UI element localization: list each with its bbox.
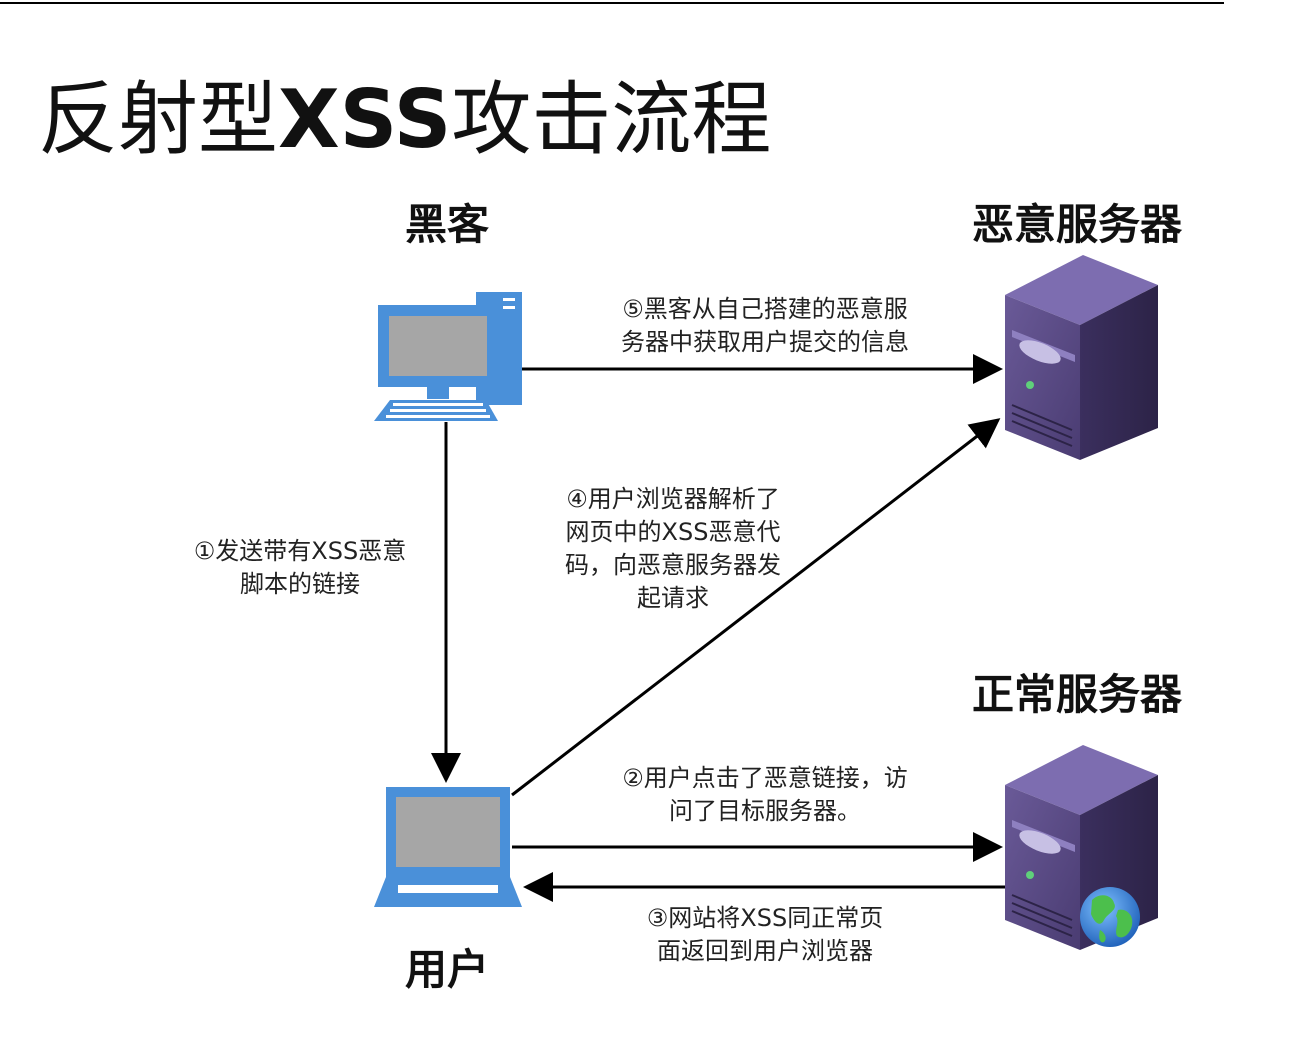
step-1-line-1: ①发送带有XSS恶意: [193, 537, 407, 565]
title-part-2: XSS: [278, 73, 452, 166]
step-5-line-1: ⑤黑客从自己搭建的恶意服: [622, 295, 908, 323]
step-4-line-2: 网页中的XSS恶意代: [565, 518, 781, 546]
step-1-line-2: 脚本的链接: [240, 570, 360, 598]
laptop-icon: [374, 787, 522, 907]
server-tower-with-globe-icon: [1005, 745, 1158, 950]
step-4-line-1: ④用户浏览器解析了: [566, 485, 780, 513]
step-3-line-1: ③网站将XSS同正常页: [646, 904, 884, 932]
desktop-computer-icon: [374, 292, 522, 421]
step-2-text: ②用户点击了恶意链接，访 问了目标服务器。: [600, 762, 930, 828]
step-4-line-3: 码，向恶意服务器发: [565, 551, 781, 579]
server-tower-icon: [1005, 255, 1158, 460]
page-title: 反射型XSS攻击流程: [38, 70, 771, 170]
step-2-line-2: 问了目标服务器。: [669, 797, 861, 825]
step-4-line-4: 起请求: [637, 584, 709, 612]
step-3-text: ③网站将XSS同正常页 面返回到用户浏览器: [625, 902, 905, 968]
title-part-3: 攻击流程: [451, 73, 772, 166]
step-4-text: ④用户浏览器解析了 网页中的XSS恶意代 码，向恶意服务器发 起请求: [548, 483, 798, 615]
label-normal-server: 正常服务器: [972, 670, 1183, 719]
globe-icon: [1080, 887, 1140, 947]
step-5-text: ⑤黑客从自己搭建的恶意服 务器中获取用户提交的信息: [600, 293, 930, 359]
step-2-line-1: ②用户点击了恶意链接，访: [622, 764, 908, 792]
title-part-1: 反射型: [38, 73, 278, 166]
label-hacker: 黑客: [405, 200, 490, 249]
top-divider: [0, 2, 1224, 4]
step-5-line-2: 务器中获取用户提交的信息: [621, 328, 909, 356]
step-3-line-2: 面返回到用户浏览器: [657, 937, 873, 965]
step-1-text: ①发送带有XSS恶意 脚本的链接: [185, 535, 415, 601]
label-user: 用户: [405, 945, 490, 994]
label-malicious-server: 恶意服务器: [972, 200, 1183, 249]
arrow-user-to-malicious-server: [511, 418, 1001, 797]
